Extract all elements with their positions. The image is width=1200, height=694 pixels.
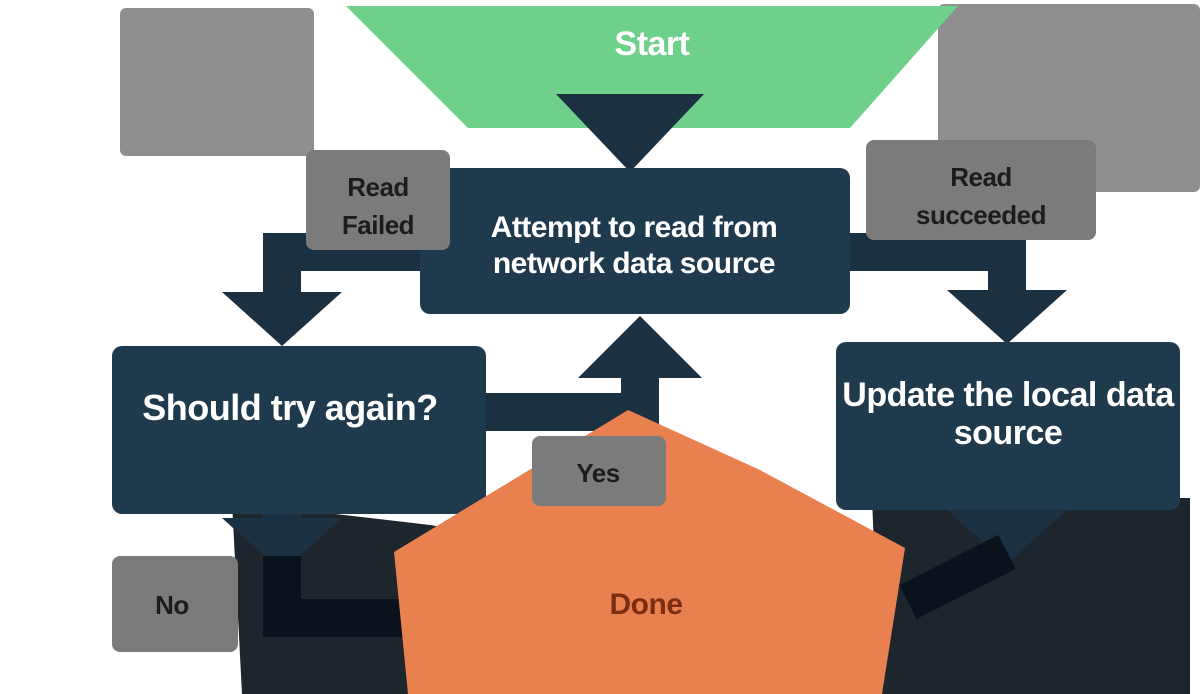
edge-label-read-succeeded-line2: succeeded: [916, 200, 1046, 230]
node-update-local-label-line2: source: [954, 414, 1063, 452]
edge-label-yes: Yes: [576, 458, 619, 488]
node-start: [346, 6, 958, 128]
edge-label-read-succeeded-bg: [866, 140, 1096, 240]
edge-label-no: No: [155, 590, 189, 620]
arrowhead-attempt-to-update: [947, 290, 1067, 344]
node-done-label: Done: [610, 588, 683, 621]
arrowhead-update-down: [947, 510, 1067, 564]
edge-label-read-failed-bg: [306, 150, 450, 250]
edge-label-yes-bg: [532, 436, 666, 506]
edge-shadow-bottom-right: [872, 498, 1190, 694]
node-update-local-label-line1: Update the local data: [842, 376, 1175, 414]
edge-label-read-failed-line2: Failed: [342, 210, 414, 240]
node-attempt-label-line1: Attempt to read from: [491, 211, 778, 244]
edge-label-no-bg: [112, 556, 238, 652]
node-done: [394, 410, 905, 694]
arrowhead-no-down: [222, 518, 342, 572]
node-update-local: [836, 342, 1180, 510]
edge-label-read-succeeded-line1: Read: [950, 162, 1012, 192]
edge-update-to-done: [899, 535, 1016, 619]
node-should-try-again-label: Should try again?: [142, 387, 438, 428]
edge-yes-loop: [484, 372, 659, 431]
node-start-label: Start: [615, 25, 690, 63]
arrowhead-attempt-to-should: [222, 292, 342, 346]
node-should-try-again: [112, 346, 486, 514]
node-attempt-label-line2: network data source: [493, 247, 775, 280]
arrowhead-start-to-attempt: [556, 94, 704, 172]
edge-label-read-failed-line1: Read: [347, 172, 409, 202]
node-attempt: [420, 168, 850, 314]
arrowhead-yes-loop: [578, 316, 702, 378]
edge-attempt-to-should: [263, 233, 470, 296]
edge-no-to-done: [263, 556, 430, 637]
label-halo-left: [120, 8, 314, 156]
